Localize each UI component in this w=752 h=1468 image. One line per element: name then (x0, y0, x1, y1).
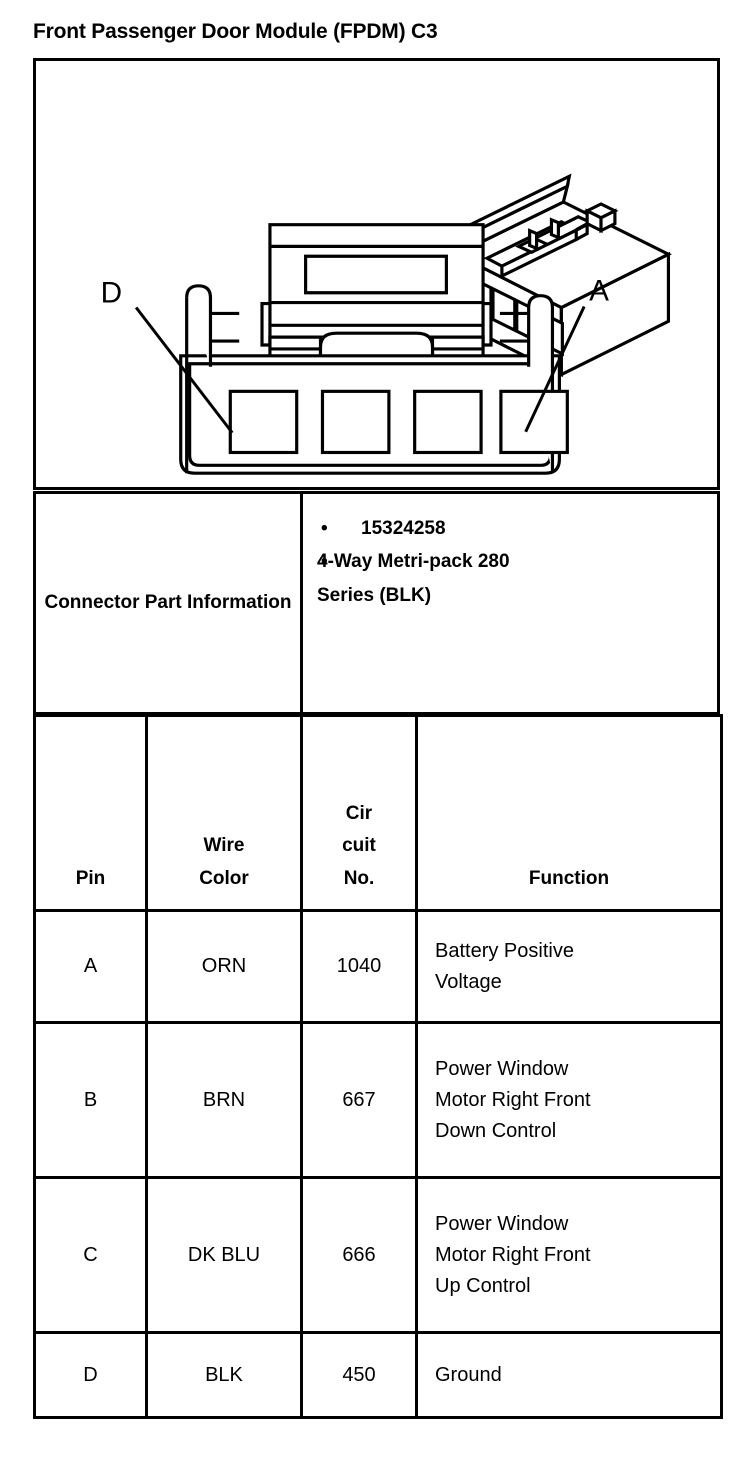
function-line: Power Window (435, 1212, 569, 1235)
header-circuit-line3: No. (343, 867, 375, 889)
connector-description-line-2: Series (BLK) (317, 584, 432, 606)
column-header-circuit-no: Cir cuit No. (300, 714, 418, 912)
cell-wire-color: BLK (145, 1331, 303, 1419)
function-line: Battery Positive (435, 939, 574, 962)
connector-description-line-1: 4-Way Metri-pack 280 (317, 551, 510, 573)
bullet-icon: • (321, 551, 328, 573)
connector-illustration-panel: D A (33, 58, 720, 490)
cell-circuit-no: 666 (300, 1176, 418, 1334)
header-circuit-line1: Cir (345, 803, 373, 825)
connector-front-view (179, 223, 569, 475)
table-row: B BRN 667 Power Window Motor Right Front… (33, 1021, 723, 1179)
cell-circuit-no: 1040 (300, 909, 418, 1024)
table-header-row: Pin Wire Color Cir cuit No. Function (33, 714, 723, 912)
list-item: • 15324258 (317, 512, 707, 545)
callout-leader-lines (134, 305, 586, 434)
cell-pin: D (33, 1331, 148, 1419)
connector-drawing: D A (101, 173, 672, 475)
cell-pin: B (33, 1021, 148, 1179)
cell-function: Power Window Motor Right Front Up Contro… (415, 1176, 723, 1334)
callout-label-a: A (589, 275, 609, 308)
connector-part-information-values: • 15324258 • 4-Way Metri-pack 280 Series… (303, 494, 717, 712)
bullet-icon: • (321, 518, 328, 539)
connector-part-information-list: • 15324258 • 4-Way Metri-pack 280 Series… (317, 512, 707, 612)
part-number: 15324258 (361, 518, 446, 539)
cell-function: Battery Positive Voltage (415, 909, 723, 1024)
cell-pin: A (33, 909, 148, 1024)
column-header-function: Function (415, 714, 723, 912)
header-wire-line2: Color (199, 867, 249, 889)
function-line: Up Control (435, 1274, 531, 1297)
cell-circuit-no: 450 (300, 1331, 418, 1419)
function-line: Power Window (435, 1057, 569, 1080)
header-function-line1: Function (528, 867, 610, 889)
cell-pin: C (33, 1176, 148, 1334)
function-line: Ground (435, 1363, 502, 1386)
column-header-pin: Pin (33, 714, 148, 912)
function-line: Motor Right Front (435, 1243, 591, 1266)
header-circuit-line2: cuit (342, 835, 376, 857)
function-line: Motor Right Front (435, 1088, 591, 1111)
leader-line-a (524, 305, 586, 433)
cell-wire-color: BRN (145, 1021, 303, 1179)
page-title: Front Passenger Door Module (FPDM) C3 (33, 20, 438, 43)
list-item: • 4-Way Metri-pack 280 Series (BLK) (317, 545, 707, 612)
table-row: D BLK 450 Ground (33, 1331, 723, 1419)
cell-function: Ground (415, 1331, 723, 1419)
connector-part-information-label: Connector Part Information (36, 494, 303, 712)
callout-label-d: D (101, 277, 122, 310)
cell-circuit-no: 667 (300, 1021, 418, 1179)
leader-line-d (134, 306, 234, 434)
function-line: Down Control (435, 1119, 557, 1142)
table-row: A ORN 1040 Battery Positive Voltage (33, 909, 723, 1024)
cell-wire-color: DK BLU (145, 1176, 303, 1334)
connector-part-information-block: Connector Part Information • 15324258 • … (33, 491, 720, 715)
column-header-wire-color: Wire Color (145, 714, 303, 912)
pin-table: Pin Wire Color Cir cuit No. Function A (33, 714, 723, 1419)
header-pin-line1: Pin (75, 867, 106, 889)
cell-function: Power Window Motor Right Front Down Cont… (415, 1021, 723, 1179)
header-wire-line1: Wire (203, 835, 245, 857)
function-line: Voltage (435, 970, 502, 993)
table-row: C DK BLU 666 Power Window Motor Right Fr… (33, 1176, 723, 1334)
cell-wire-color: ORN (145, 909, 303, 1024)
